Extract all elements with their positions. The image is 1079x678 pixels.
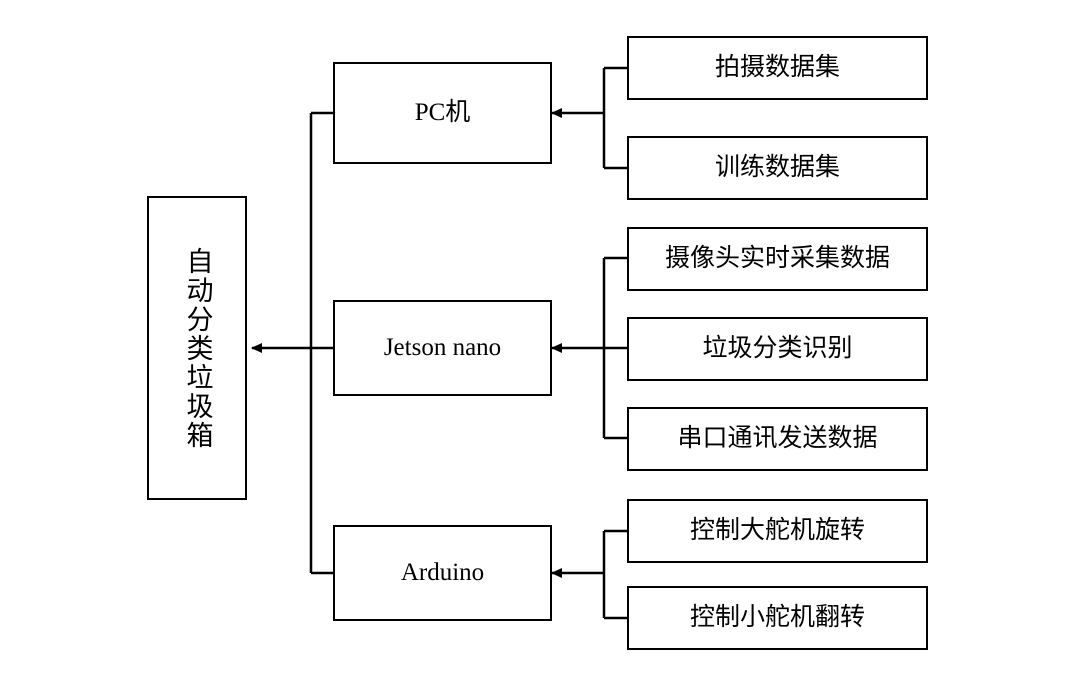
node-leaf-small-servo-flip: 控制小舵机翻转 bbox=[627, 586, 928, 650]
node-leaf-train-dataset: 训练数据集 bbox=[627, 136, 928, 200]
node-leaf-capture-dataset: 拍摄数据集 bbox=[627, 36, 928, 100]
node-leaf-big-servo-rotate: 控制大舵机旋转 bbox=[627, 499, 928, 563]
node-root-smart-bin: 自动分类垃圾箱 bbox=[147, 196, 247, 500]
node-leaf-garbage-classification: 垃圾分类识别 bbox=[627, 317, 928, 381]
node-stage-jetson-nano: Jetson nano bbox=[333, 300, 552, 396]
node-stage-arduino: Arduino bbox=[333, 525, 552, 621]
node-leaf-serial-send-data: 串口通讯发送数据 bbox=[627, 407, 928, 471]
node-leaf-camera-realtime-capture: 摄像头实时采集数据 bbox=[627, 227, 928, 291]
node-stage-pc: PC机 bbox=[333, 62, 552, 164]
